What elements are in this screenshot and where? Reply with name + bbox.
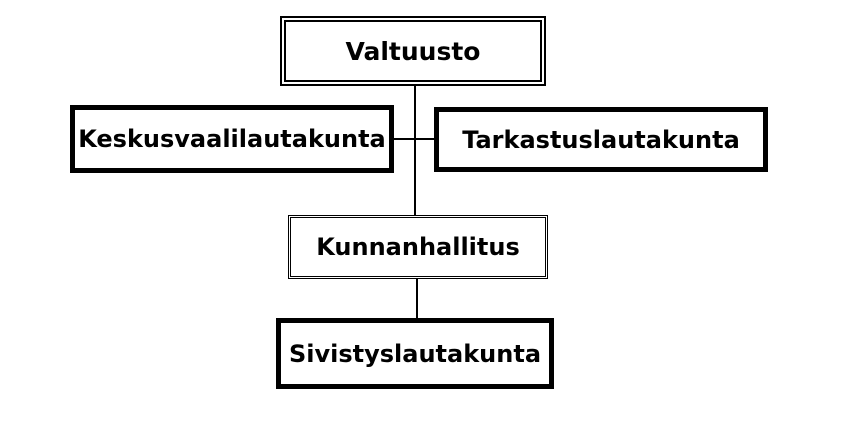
node-keskusvaalilautakunta: Keskusvaalilautakunta [70, 105, 394, 173]
node-valtuusto: Valtuusto [280, 16, 546, 86]
connector-keskusvaalilautakunta [394, 138, 414, 140]
connector-valtuusto-kunnanhallitus [414, 86, 416, 216]
node-label: Keskusvaalilautakunta [78, 125, 386, 153]
node-label: Kunnanhallitus [316, 233, 520, 261]
node-tarkastuslautakunta: Tarkastuslautakunta [434, 107, 768, 172]
node-label: Sivistyslautakunta [288, 339, 542, 368]
node-label: Valtuusto [345, 36, 481, 66]
node-kunnanhallitus: Kunnanhallitus [288, 215, 548, 279]
connector-kunnanhallitus-sivistyslautakunta [416, 279, 418, 319]
connector-tarkastuslautakunta [416, 138, 434, 140]
node-label: Tarkastuslautakunta [462, 125, 740, 154]
node-sivistyslautakunta: Sivistyslautakunta [276, 318, 554, 389]
